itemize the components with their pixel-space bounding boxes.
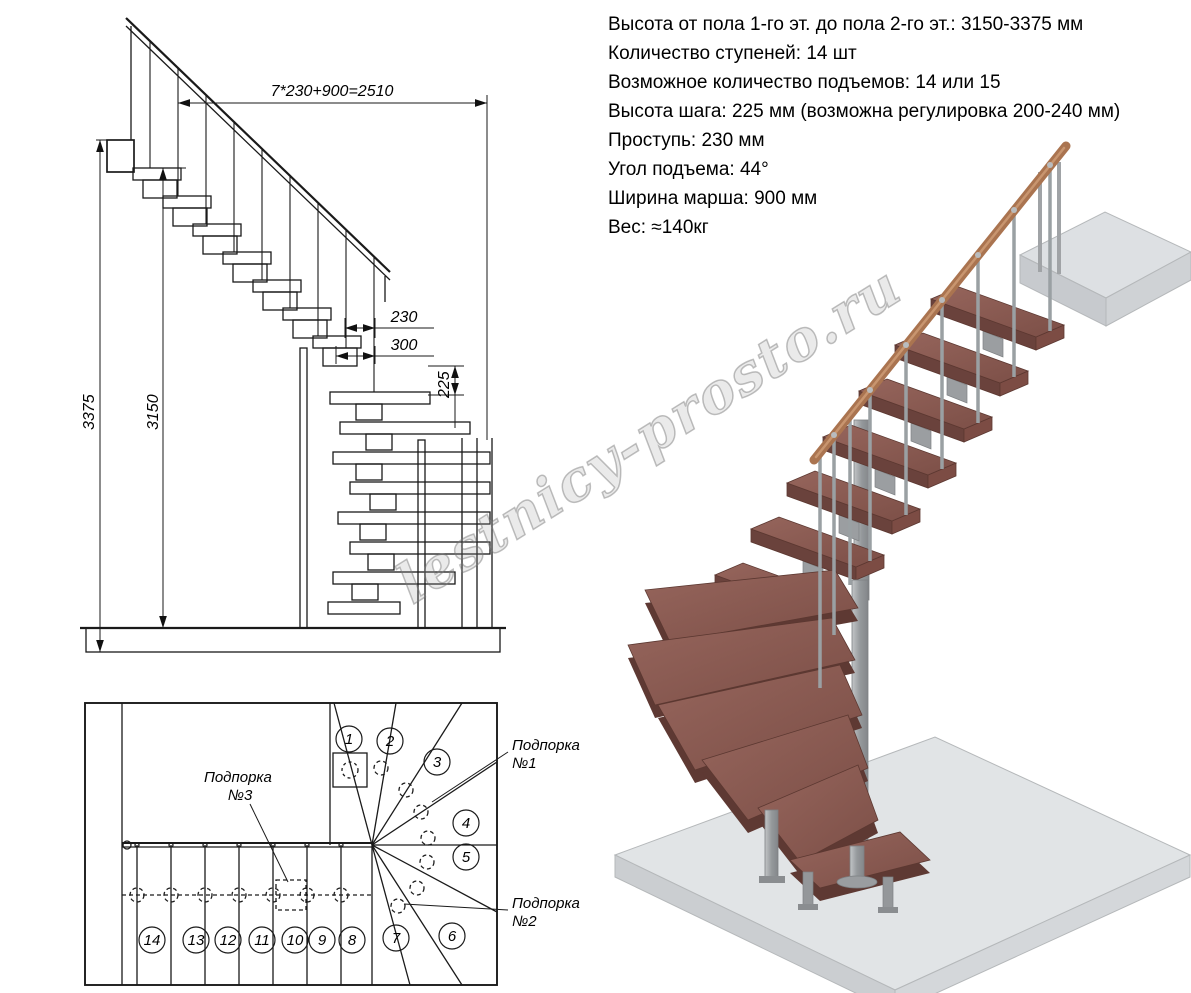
step-number-circle: 13 (182, 926, 210, 954)
step-number: 2 (385, 733, 395, 750)
step-number-circle: 14 (138, 926, 166, 954)
step-number: 5 (462, 849, 471, 866)
handrail-start-marker (122, 840, 132, 850)
winder-treads (627, 569, 931, 901)
spec-line-angle: Угол подъема: 44° (608, 159, 769, 180)
spec-line-step-height: Высота шага: 225 мм (возможна регулировк… (608, 101, 1121, 122)
staircase-3d-render (613, 141, 1191, 993)
flight-balusters (818, 165, 1052, 688)
support-label-word: Подпорка (512, 737, 580, 754)
dim-height-total: 3375 (81, 394, 98, 430)
spec-line-height: Высота от пола 1-го эт. до пола 2-го эт.… (608, 14, 1084, 35)
step-number-circle: 7 (382, 924, 410, 952)
dim-rise-height: 225 (436, 371, 453, 399)
dim-step-depth: 300 (391, 337, 418, 354)
spec-line-rises: Возможное количество подъемов: 14 или 15 (608, 72, 1001, 93)
step-number: 9 (318, 932, 327, 949)
landing-slab-3d (1018, 211, 1191, 327)
leader-lines (249, 751, 509, 911)
step-number: 7 (392, 930, 401, 947)
step-number-circle: 3 (423, 748, 451, 776)
plan-step-numbers: 1 2 3 4 5 6 7 8 9 10 11 12 13 14 (138, 725, 480, 954)
elevation-drawing: 7*230+900=2510 3375 3150 230 300 225 (80, 17, 506, 653)
step-number: 4 (462, 815, 470, 832)
support-label-3: Подпорка №3 (204, 769, 276, 804)
support-label-number: №2 (512, 913, 537, 930)
step-number: 13 (188, 932, 205, 949)
straight-treads (713, 286, 1066, 627)
support-label-number: №1 (512, 755, 537, 772)
spec-line-tread: Проступь: 230 мм (608, 130, 765, 151)
step-number-circle: 8 (338, 926, 366, 954)
upper-flight-steps (132, 167, 362, 367)
plan-structure (84, 702, 509, 986)
step-number: 11 (254, 932, 270, 949)
post-base-and-supports (759, 809, 898, 913)
spec-line-weight: Вес: ≈140кг (608, 217, 709, 238)
step-number-circle: 6 (438, 922, 466, 950)
support-platform (332, 752, 368, 788)
step-number: 6 (448, 928, 457, 945)
landing-balusters (1038, 162, 1061, 274)
lower-winder-section (299, 347, 493, 629)
step-number-circle: 9 (308, 926, 336, 954)
baluster-centerline (122, 879, 372, 911)
support-label-number: №3 (228, 787, 253, 804)
step-number-circle: 12 (214, 926, 242, 954)
dimension-lines (96, 95, 488, 652)
post-base-flange (836, 875, 878, 889)
step-number-circle: 2 (376, 727, 404, 755)
upper-floor-edge (106, 139, 135, 173)
dim-tread-depth: 230 (390, 309, 418, 326)
spec-line-steps: Количество ступеней: 14 шт (608, 43, 857, 64)
step-number-circle: 11 (248, 926, 276, 954)
support-label-2: Подпорка №2 (512, 895, 584, 930)
handrail (125, 17, 391, 302)
support-label-word: Подпорка (204, 769, 272, 786)
plan-outline (84, 702, 498, 986)
step-number: 1 (345, 731, 353, 748)
spec-line-width: Ширина марша: 900 мм (608, 188, 818, 209)
dim-total-run: 7*230+900=2510 (271, 83, 394, 100)
winder-baluster-circles (373, 760, 436, 914)
step-number-circle: 1 (335, 725, 363, 753)
dim-height-clear: 3150 (145, 394, 162, 430)
specs-panel: Высота от пола 1-го эт. до пола 2-го эт.… (608, 10, 1120, 242)
step-number: 8 (348, 932, 357, 949)
winder-fan-lines (329, 702, 498, 986)
step-number: 14 (144, 932, 161, 949)
step-number-circle: 10 (281, 926, 309, 954)
plan-drawing: 1 2 3 4 5 6 7 8 9 10 11 12 13 14 Подпорк… (84, 702, 584, 986)
step-number: 3 (433, 754, 442, 771)
handrail-3d (809, 141, 1071, 465)
support-label-1: Подпорка №1 (512, 737, 584, 772)
elevation-structure (80, 17, 506, 653)
step-number: 10 (287, 932, 304, 949)
floor-slab (85, 627, 501, 653)
support-label-word: Подпорка (512, 895, 580, 912)
step-number-circle: 5 (452, 843, 480, 871)
handrail-baluster-ticks (134, 842, 344, 848)
step-number-circle: 4 (452, 809, 480, 837)
step-number: 12 (220, 932, 237, 949)
flight-dividers (136, 845, 342, 985)
